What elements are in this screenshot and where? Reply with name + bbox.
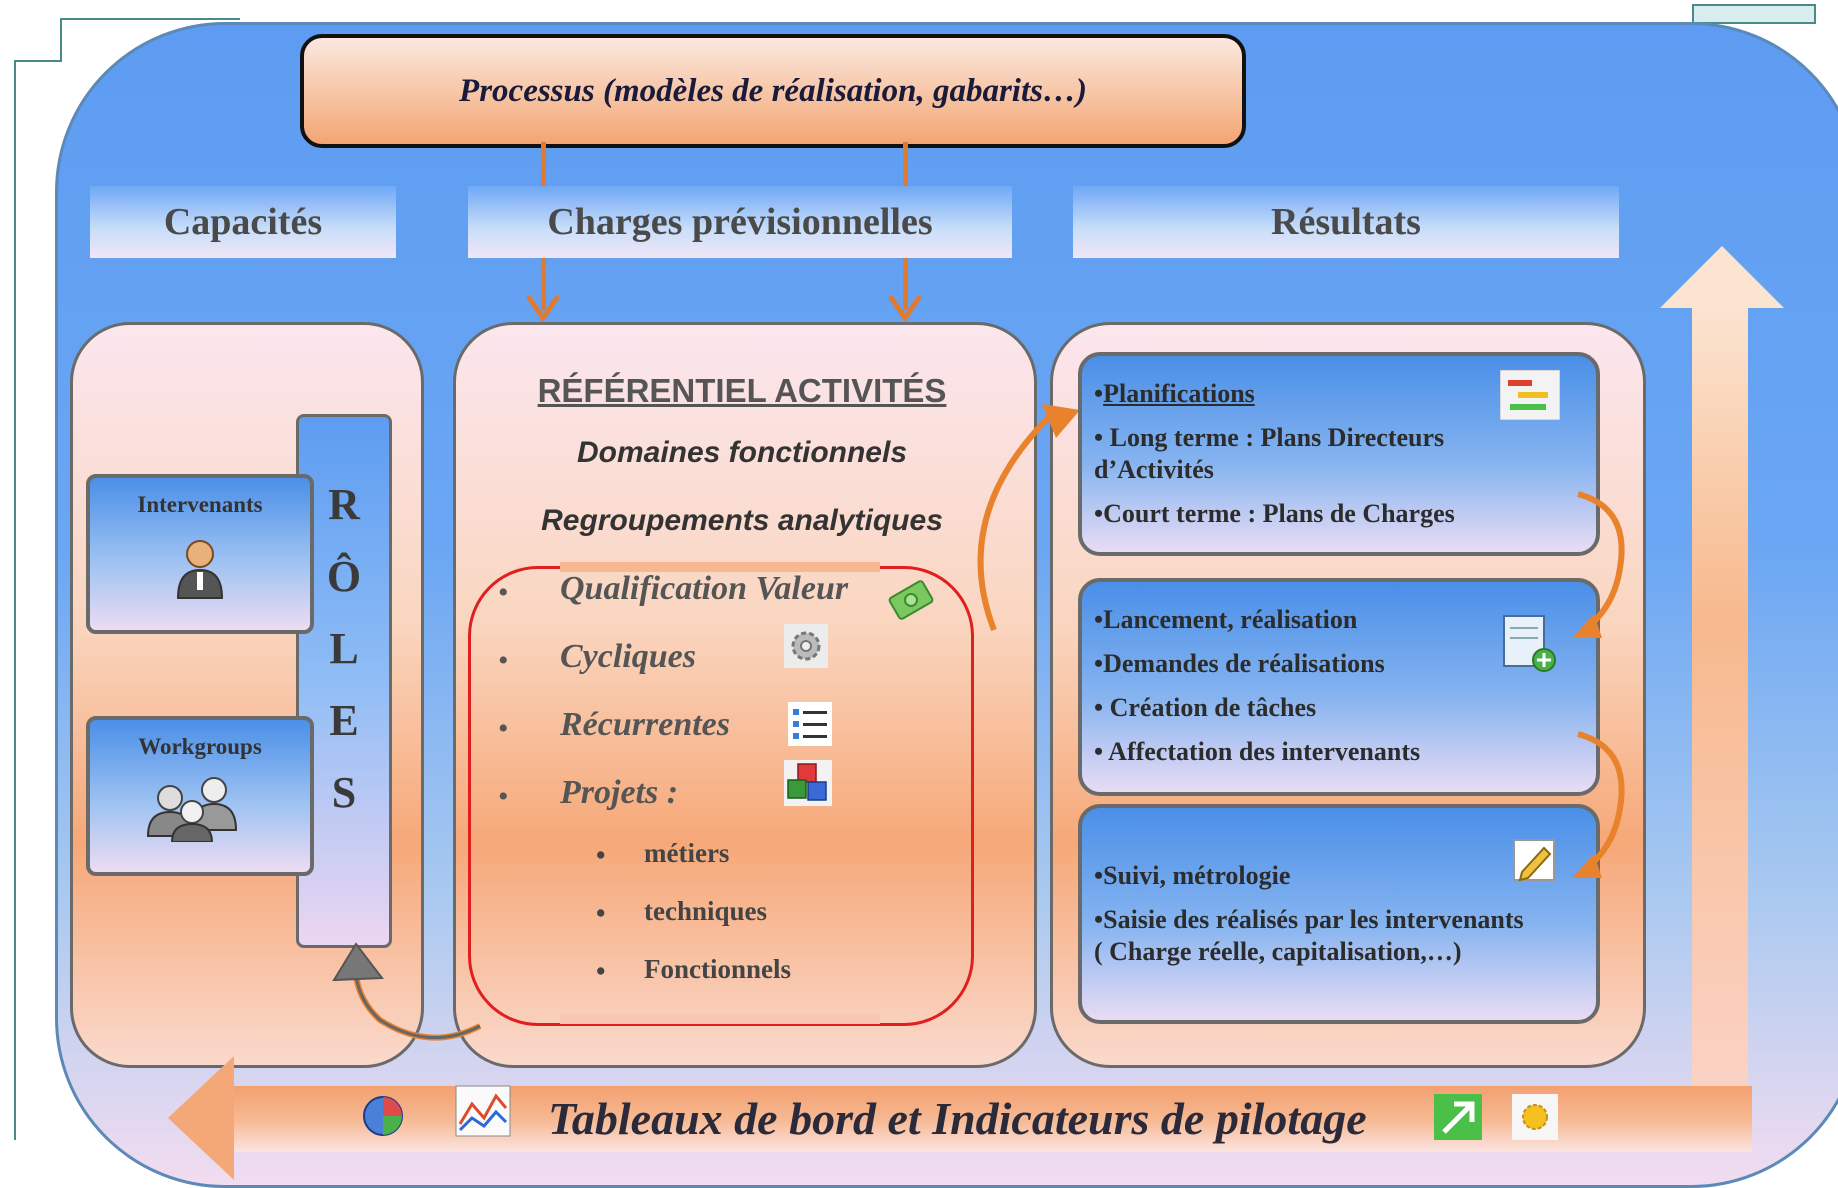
- header-capacites: Capacités: [90, 186, 396, 258]
- roles-letter: S: [331, 768, 357, 817]
- corner-tab: [1692, 4, 1816, 24]
- item-recurrentes: Récurrentes: [560, 706, 730, 743]
- intervenants-label: Intervenants: [137, 492, 263, 517]
- planif-court-terme: •Court terme : Plans de Charges: [1094, 499, 1455, 528]
- bullet: •: [596, 956, 606, 986]
- referentiel-title: RÉFÉRENTIEL ACTIVITÉS: [537, 372, 947, 409]
- dashboard-arrow-head: [168, 1056, 234, 1180]
- card-lancement: •Lancement, réalisation •Demandes de réa…: [1078, 578, 1600, 796]
- roles-letter: Ô: [326, 552, 362, 601]
- frame-line-corner: [60, 18, 62, 62]
- domaines-subtitle: Domaines fonctionnels: [576, 436, 908, 469]
- header-charges-label: Charges prévisionnelles: [547, 201, 933, 243]
- cubes-icon: [784, 760, 832, 806]
- subitem-fonctionnels: Fonctionnels: [644, 954, 792, 984]
- frame-line-horizontal: [14, 60, 62, 62]
- item-cycliques: Cycliques: [560, 638, 696, 675]
- item-projets: Projets :: [560, 774, 679, 811]
- lancement-line: •Lancement, réalisation: [1094, 605, 1358, 634]
- process-box: Processus (modèles de réalisation, gabar…: [300, 34, 1246, 148]
- saisie-line: •Saisie des réalisés par les intervenant…: [1094, 905, 1524, 934]
- dashboard-label: Tableaux de bord et Indicateurs de pilot…: [548, 1093, 1367, 1144]
- workgroups-box: Workgroups: [86, 716, 314, 876]
- process-label: Processus (modèles de réalisation, gabar…: [459, 72, 1087, 109]
- roles-return-arrow: [332, 942, 482, 1041]
- bracket-gap-bottom: [560, 1014, 880, 1024]
- gantt-chart-icon: [1500, 370, 1560, 420]
- planifications-heading: •Planifications: [1094, 378, 1255, 411]
- header-charges: Charges prévisionnelles: [468, 186, 1012, 258]
- connector-line-right-lower: [903, 258, 908, 310]
- demandes-line: •Demandes de réalisations: [1094, 649, 1385, 678]
- intervenants-box: Intervenants: [86, 474, 314, 634]
- sun-icon: [1512, 1094, 1558, 1140]
- card-planifications: •Planifications • Long terme : Plans Dir…: [1078, 352, 1600, 556]
- arrowhead-left: [525, 294, 561, 323]
- connector-arrowheads: [525, 294, 923, 323]
- user-icon: [176, 540, 224, 599]
- connector-line-left: [541, 142, 546, 186]
- roles-letter: R: [328, 480, 360, 529]
- arrowhead-right: [887, 294, 923, 323]
- heading-bullet: •: [1094, 379, 1104, 408]
- subitem-metiers: métiers: [644, 838, 730, 868]
- header-resultats: Résultats: [1073, 186, 1619, 258]
- pie-chart-icon: [363, 1096, 403, 1136]
- roles-letter: L: [329, 624, 359, 673]
- header-resultats-label: Résultats: [1271, 201, 1421, 243]
- bracket-gap-top: [560, 562, 880, 572]
- creation-taches-line: • Création de tâches: [1094, 693, 1317, 722]
- roles-letter: E: [329, 696, 359, 745]
- planif-long-terme: • Long terme : Plans Directeurs: [1094, 423, 1445, 452]
- subitem-techniques: techniques: [644, 896, 768, 926]
- charge-reelle-line: ( Charge réelle, capitalisation,…): [1094, 937, 1462, 966]
- bullet: •: [596, 898, 606, 928]
- connector-line-right: [903, 142, 908, 186]
- planifications-heading-text: Planifications: [1103, 379, 1255, 408]
- planif-long-terme-cont: d’Activités: [1094, 455, 1214, 484]
- frame-line-top: [60, 18, 240, 20]
- bullet: •: [596, 840, 606, 870]
- edit-pencil-icon: [1513, 839, 1555, 882]
- planning-link-arrow: [977, 404, 1080, 632]
- new-document-icon: [1503, 615, 1556, 672]
- frame-line-vertical: [14, 60, 16, 1140]
- list-icon: [788, 702, 832, 746]
- line-chart-icon: [455, 1085, 511, 1137]
- affectation-line: • Affectation des intervenants: [1094, 737, 1421, 766]
- connector-line-left-lower: [541, 258, 546, 310]
- bullet: •: [498, 644, 509, 677]
- bullet: •: [498, 576, 509, 609]
- money-icon: [888, 580, 934, 620]
- card-link-arrow-1: [1572, 491, 1625, 638]
- card-link-arrow-2: [1572, 731, 1625, 878]
- group-users-icon: [146, 777, 238, 842]
- workgroups-label: Workgroups: [138, 734, 262, 759]
- column-referentiel: [453, 322, 1037, 1068]
- bullet: •: [498, 712, 509, 745]
- header-capacites-label: Capacités: [163, 201, 323, 243]
- bullet: •: [498, 780, 509, 813]
- trend-up-icon: [1434, 1094, 1482, 1140]
- up-arrow-shaft: [1692, 306, 1748, 1086]
- gear-icon: [784, 624, 828, 668]
- card-suivi: •Suivi, métrologie •Saisie des réalisés …: [1078, 804, 1600, 1024]
- regroupements-subtitle: Regroupements analytiques: [541, 504, 943, 537]
- up-arrow-head: [1660, 246, 1784, 308]
- suivi-line: •Suivi, métrologie: [1094, 861, 1291, 890]
- item-qualification: Qualification Valeur: [560, 570, 849, 607]
